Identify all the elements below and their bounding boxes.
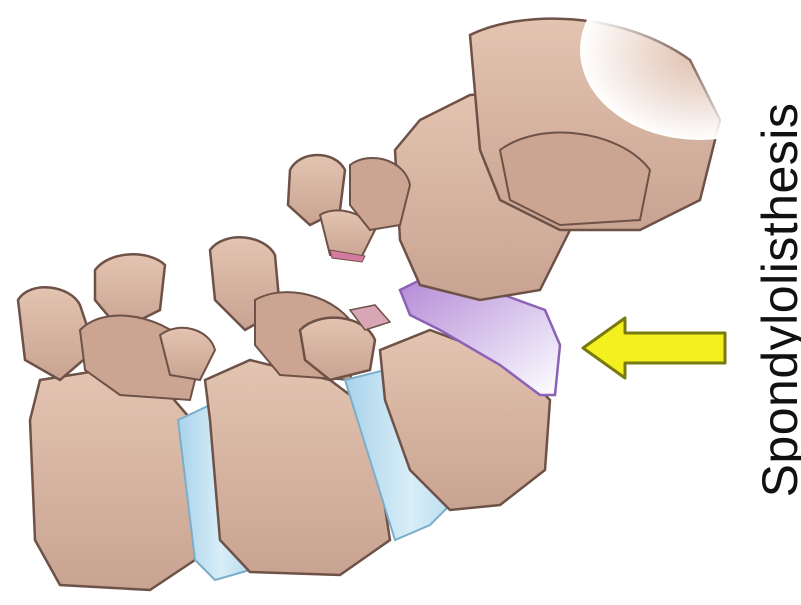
vertebra-lower bbox=[18, 254, 200, 590]
arrow-left-icon bbox=[583, 318, 725, 378]
figure-caption: Spondylolisthesis bbox=[751, 103, 801, 498]
